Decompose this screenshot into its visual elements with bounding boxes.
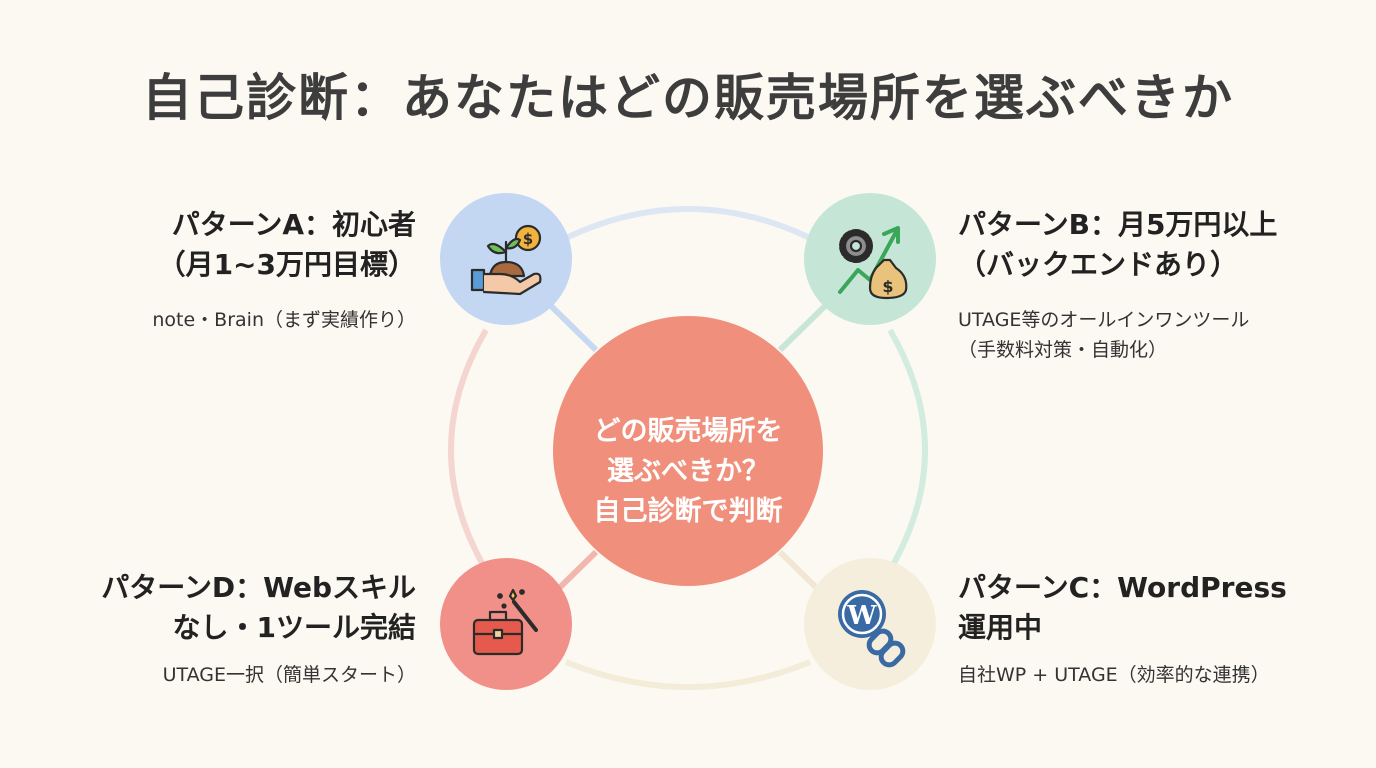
pattern-b-icon-circle: $ xyxy=(804,193,936,325)
pattern-b-desc-line-1: UTAGE等のオールインワンツール xyxy=(958,309,1250,331)
pattern-c-icon-circle: W xyxy=(804,558,936,690)
connector-a xyxy=(547,302,599,353)
pattern-b-desc-line-2: （手数料対策・自動化） xyxy=(958,339,1168,361)
pattern-a-desc-line-1: note・Brain（まず実績作り） xyxy=(152,309,416,331)
pattern-c-desc-line-1: 自社WP + UTAGE（効率的な連携） xyxy=(958,664,1270,686)
gear-growth-moneybag-icon: $ xyxy=(838,226,908,300)
pattern-b-heading: パターンB：月5万円以上 （バックエンドあり） xyxy=(958,205,1277,285)
center-line-3: 自己診断で判断 xyxy=(593,496,783,527)
pattern-d-description: UTAGE一択（簡単スタート） xyxy=(163,660,416,690)
svg-text:$: $ xyxy=(882,277,893,296)
center-label: どの販売場所を 選ぶべきか？ 自己診断で判断 xyxy=(553,362,823,582)
toolbox-magic-wand-icon xyxy=(472,588,538,656)
pattern-c-description: 自社WP + UTAGE（効率的な連携） xyxy=(958,660,1270,690)
page-title: 自己診断：あなたはどの販売場所を選ぶべきか xyxy=(142,69,1234,127)
center-circle xyxy=(553,316,823,586)
pattern-d-icon-circle xyxy=(440,558,572,690)
pattern-a-heading: パターンA：初心者 （月1~3万円目標） xyxy=(158,205,416,285)
pattern-a-heading-line-1: パターンA：初心者 xyxy=(171,208,416,241)
connector-b xyxy=(777,302,829,353)
ring-arc-left xyxy=(448,328,489,572)
pattern-c-heading: パターンC：WordPress 運用中 xyxy=(958,568,1287,648)
pattern-d-heading-line-1: パターンD：Webスキル xyxy=(101,571,416,604)
pattern-c-heading-line-1: パターンC：WordPress xyxy=(958,571,1287,604)
pattern-a-icon-circle: $ xyxy=(440,193,572,325)
pattern-a-heading-line-2: （月1~3万円目標） xyxy=(157,248,416,281)
pattern-d-heading-line-2: なし・1ツール完結 xyxy=(172,611,416,644)
ring-arc-bottom xyxy=(564,659,812,690)
pattern-b-heading-line-2: （バックエンドあり） xyxy=(958,248,1239,281)
ring-arc-right xyxy=(887,328,928,572)
pattern-b-description: UTAGE等のオールインワンツール （手数料対策・自動化） xyxy=(958,305,1249,365)
svg-text:$: $ xyxy=(523,230,533,248)
wordpress-link-icon: W xyxy=(838,590,906,668)
center-line-2: 選ぶべきか？ xyxy=(607,456,769,487)
center-line-1: どの販売場所を xyxy=(593,416,783,447)
pattern-b-heading-line-1: パターンB：月5万円以上 xyxy=(958,208,1278,241)
pattern-d-desc-line-1: UTAGE一択（簡単スタート） xyxy=(162,664,416,686)
pattern-a-description: note・Brain（まず実績作り） xyxy=(152,305,416,335)
svg-text:W: W xyxy=(846,601,877,631)
pattern-c-heading-line-2: 運用中 xyxy=(958,611,1043,644)
pattern-d-heading: パターンD：Webスキル なし・1ツール完結 xyxy=(101,568,416,648)
ring-arc-top xyxy=(564,206,812,241)
plant-hand-coin-icon: $ xyxy=(470,224,542,296)
